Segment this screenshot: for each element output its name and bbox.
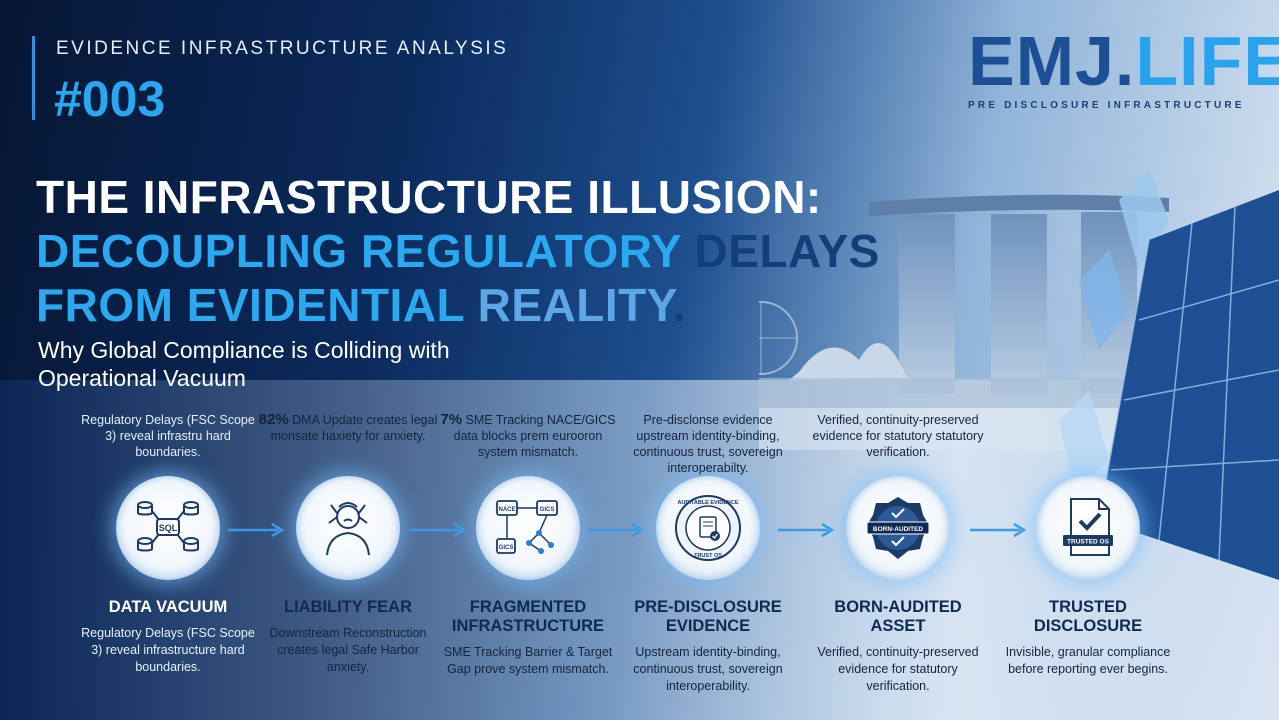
emj-life-logo: EMJ.LIFE PRE DISCLOSURE INFRASTRUCTURE	[968, 22, 1279, 111]
fragmented-network-icon: NACE GICS GICS	[496, 500, 558, 554]
stage-trusted-disclosure: TRUSTED OS TRUSTED DISCLOSURE Invisible,…	[998, 412, 1178, 678]
stage-description: Upstream identity-binding, continuous tr…	[633, 645, 783, 693]
stage-description: Verified, continuity-preserved evidence …	[817, 645, 979, 693]
stage-icon-circle	[296, 476, 400, 580]
stage-title: TRUSTED DISCLOSURE	[1033, 598, 1143, 635]
stage-pre-disclosure-evidence: Pre-disclonse evidence upstream identity…	[618, 412, 798, 695]
svg-text:SQL: SQL	[159, 523, 178, 533]
stage-icon-circle: NACE GICS GICS	[476, 476, 580, 580]
solar-panel-crystal-illustration	[1059, 170, 1279, 580]
stage-icon-circle: SQL	[116, 476, 220, 580]
stage-top-note: Pre-disclonse evidence upstream identity…	[633, 413, 783, 475]
stage-data-vacuum: Regulatory Delays (FSC Scope 3) reveal i…	[78, 412, 258, 676]
header-accent-bar	[32, 36, 35, 120]
stage-icon-circle: TRUSTED OS	[1036, 476, 1140, 580]
svg-text:TRUSTED OS: TRUSTED OS	[1067, 539, 1110, 546]
stage-description: Regulatory Delays (FSC Scope 3) reveal i…	[81, 626, 255, 674]
process-flow: Regulatory Delays (FSC Scope 3) reveal i…	[78, 412, 1198, 712]
stage-top-note: 7% SME Tracking NACE/GICS data blocks pr…	[440, 411, 616, 460]
stage-title: DATA VACUUM	[108, 598, 228, 616]
stage-icon-circle: BORN-AUDITED	[846, 476, 950, 580]
flow-arrow-icon	[410, 522, 467, 538]
svg-text:BORN-AUDITED: BORN-AUDITED	[873, 526, 923, 533]
stage-title: BORN-AUDITED ASSET	[834, 598, 962, 635]
stage-title: PRE-DISCLOSURE EVIDENCE	[634, 598, 782, 635]
stage-top-note: Regulatory Delays (FSC Scope 3) reveal i…	[81, 413, 255, 459]
stage-description: Downstream Reconstruction creates legal …	[269, 626, 427, 674]
trusted-document-icon: TRUSTED OS	[1063, 498, 1113, 556]
flow-arrow-icon	[778, 522, 835, 538]
stage-born-audited-asset: Verified, continuity-preserved evidence …	[808, 412, 988, 695]
born-audited-badge-icon: BORN-AUDITED	[866, 497, 930, 559]
stage-top-note: 82% DMA Update creates legal monsate hax…	[258, 411, 438, 444]
subtitle: Why Global Compliance is Colliding with …	[38, 337, 450, 391]
svg-text:GICS: GICS	[499, 545, 514, 551]
stage-liability-fear: 82% DMA Update creates legal monsate hax…	[258, 412, 438, 676]
evidence-seal-icon: AUDITABLE EVIDENCE TRUST OS	[675, 495, 741, 561]
flow-arrow-icon	[588, 522, 645, 538]
issue-number: #003	[54, 71, 166, 127]
svg-text:TRUST OS: TRUST OS	[694, 553, 722, 559]
database-sql-icon: SQL	[137, 501, 199, 552]
svg-text:NACE: NACE	[498, 507, 515, 513]
logo-tagline: PRE DISCLOSURE INFRASTRUCTURE	[968, 100, 1245, 111]
headline-line-2: DECOUPLING REGULATORY DELAYS	[36, 225, 880, 277]
flow-arrow-icon	[228, 522, 285, 538]
stage-fragmented-infrastructure: 7% SME Tracking NACE/GICS data blocks pr…	[438, 412, 618, 678]
svg-text:GICS: GICS	[540, 507, 555, 513]
svg-text:AUDITABLE EVIDENCE: AUDITABLE EVIDENCE	[677, 500, 738, 506]
flow-arrow-icon	[970, 522, 1027, 538]
headline: THE INFRASTRUCTURE ILLUSION: DECOUPLING …	[36, 170, 880, 332]
headline-line-1: THE INFRASTRUCTURE ILLUSION:	[36, 171, 822, 223]
stage-top-note	[998, 412, 1178, 476]
stage-icon-circle: AUDITABLE EVIDENCE TRUST OS	[656, 476, 760, 580]
headline-line-3: FROM EVIDENTIAL REALITY.	[36, 279, 687, 331]
series-kicker: EVIDENCE INFRASTRUCTURE ANALYSIS	[56, 38, 509, 59]
stage-description: SME Tracking Barrier & Target Gap prove …	[443, 645, 613, 676]
stage-description: Invisible, granular compliance before re…	[1005, 645, 1171, 676]
stage-title: FRAGMENTED INFRASTRUCTURE	[451, 598, 605, 635]
stage-top-note: Verified, continuity-preserved evidence …	[812, 413, 984, 459]
logo-wordmark: EMJ.LIFE	[968, 22, 1279, 100]
stage-title: LIABILITY FEAR	[283, 598, 413, 616]
stressed-person-icon	[326, 502, 370, 556]
